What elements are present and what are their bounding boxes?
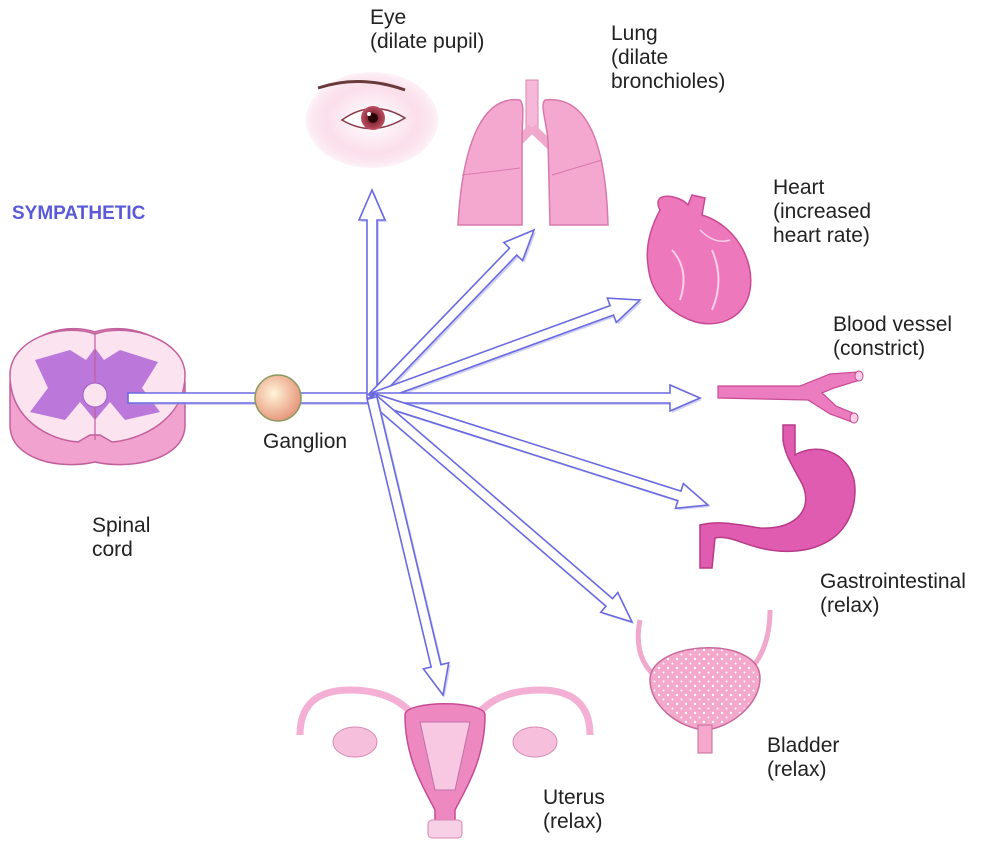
eye-label: Eye (dilate pupil) <box>370 6 485 53</box>
nerve-arrows <box>127 187 710 697</box>
arrow-eye <box>357 187 387 399</box>
ganglion <box>254 374 302 422</box>
spinal-cord <box>9 327 186 466</box>
arrow-bladder <box>367 393 634 624</box>
diagram-title: SYMPATHETIC <box>12 203 146 224</box>
blood-vessel-label: Blood vessel (constrict) <box>833 313 953 360</box>
gastrointestinal-illustration <box>699 424 856 569</box>
arrow-heart <box>369 297 642 404</box>
blood-vessel-illustration <box>717 370 864 424</box>
eye-illustration <box>306 72 438 168</box>
arrow-lung <box>367 228 536 403</box>
uterus-illustration <box>296 686 594 839</box>
heart-label: Heart (increased heart rate) <box>773 176 872 247</box>
bladder-illustration <box>635 609 773 754</box>
ganglion-label: Ganglion <box>263 430 348 453</box>
heart-illustration <box>646 194 752 325</box>
arrow-blood-vessel <box>371 383 703 413</box>
uterus-label: Uterus (relax) <box>543 786 605 833</box>
gastrointestinal-label: Gastrointestinal (relax) <box>820 570 966 617</box>
arrow-gastrointestinal <box>369 392 710 510</box>
lung-illustration <box>457 79 609 226</box>
cord-to-hub-shaft <box>127 392 373 404</box>
arrow-uterus <box>366 395 450 697</box>
spinal-cord-label: Spinal cord <box>92 514 151 561</box>
lung-label: Lung (dilate bronchioles) <box>611 22 726 93</box>
bladder-label: Bladder (relax) <box>767 734 840 781</box>
